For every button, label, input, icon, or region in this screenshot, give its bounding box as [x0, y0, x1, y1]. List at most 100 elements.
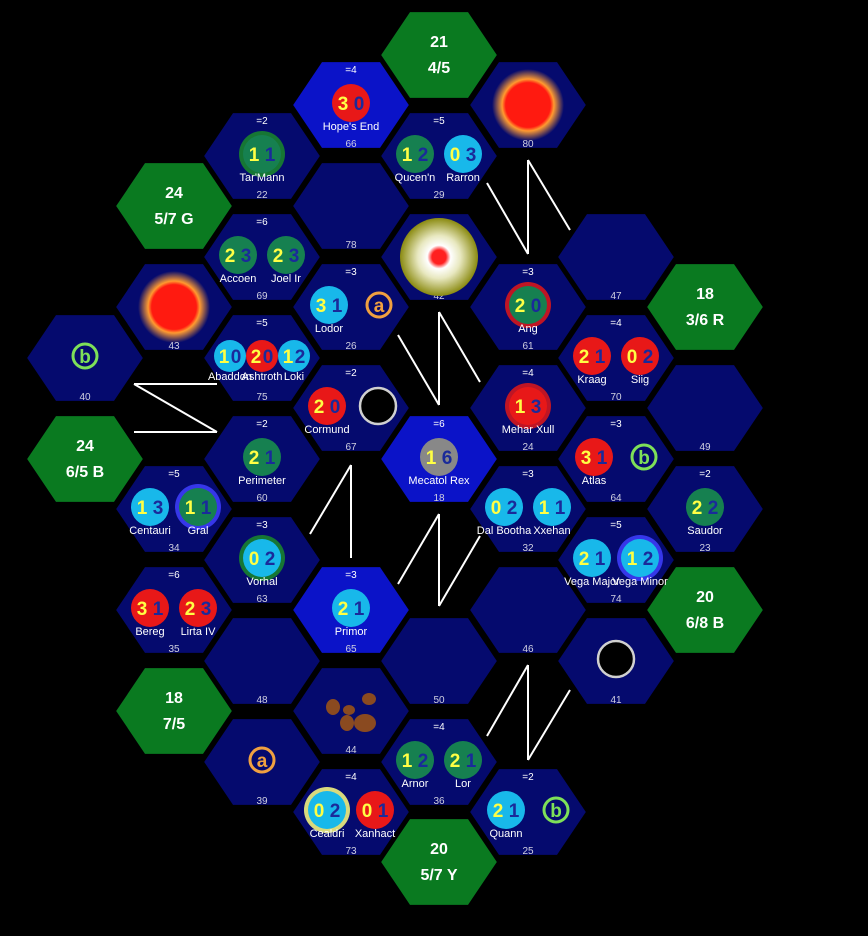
- system-hex: [555, 414, 677, 504]
- home-system-h20b[interactable]: 206/8 B: [644, 565, 766, 655]
- planet-influence: 6: [442, 448, 453, 469]
- planet-disc: [485, 488, 523, 526]
- system-total: =3: [610, 419, 622, 430]
- planet-resource: 2: [251, 347, 262, 368]
- hyperlane-line: [527, 159, 571, 231]
- wormhole-b-icon: b: [542, 796, 570, 824]
- system-32[interactable]: [467, 464, 589, 554]
- system-39[interactable]: [201, 717, 323, 807]
- system-40[interactable]: [24, 313, 146, 403]
- svg-text:a: a: [374, 296, 385, 317]
- system-26[interactable]: [290, 262, 412, 352]
- planet-disc: [573, 539, 611, 577]
- planet-resource: 2: [515, 296, 526, 317]
- system-total: =2: [256, 116, 268, 127]
- planet-name: Gral: [188, 525, 209, 537]
- hyperlane-line: [486, 182, 529, 255]
- home-system-h24b[interactable]: 246/5 B: [24, 414, 146, 504]
- planet-name: Qucen'n: [395, 172, 436, 184]
- system-number: 40: [79, 392, 91, 403]
- planet-name: Mecatol Rex: [408, 475, 470, 487]
- planet-resource: 2: [249, 448, 260, 469]
- system-50[interactable]: [378, 616, 500, 706]
- planet-name: Lodor: [315, 323, 343, 335]
- system-47[interactable]: [555, 212, 677, 302]
- planet-disc: [396, 135, 434, 173]
- home-bottom-label: 5/7 Y: [420, 867, 457, 884]
- hyperlane-line: [397, 334, 440, 406]
- system-number: 66: [345, 139, 357, 150]
- planet-disc: [131, 488, 169, 526]
- system-number: 18: [433, 493, 445, 504]
- planet-name: Xxehan: [533, 525, 570, 537]
- system-hex: [378, 616, 500, 706]
- home-system-h21[interactable]: 214/5: [378, 10, 500, 100]
- system-48[interactable]: [201, 616, 323, 706]
- home-system-h18r[interactable]: 183/6 R: [644, 262, 766, 352]
- planet-influence: 1: [595, 347, 606, 368]
- system-70[interactable]: [555, 313, 677, 403]
- planet-influence: 2: [418, 751, 429, 772]
- home-system-h18[interactable]: 187/5: [113, 666, 235, 756]
- planet-resource: 0: [362, 801, 373, 822]
- home-system-h20y[interactable]: 205/7 Y: [378, 817, 500, 907]
- system-46[interactable]: [467, 565, 589, 655]
- system-36[interactable]: [378, 717, 500, 807]
- system-67[interactable]: [290, 363, 412, 453]
- home-system-h24g[interactable]: 245/7 G: [113, 161, 235, 251]
- system-29[interactable]: [378, 111, 500, 201]
- system-49[interactable]: [644, 363, 766, 453]
- system-78[interactable]: [290, 161, 412, 251]
- planet-disc: [621, 539, 659, 577]
- home-top-label: 20: [696, 589, 714, 606]
- system-content-80: 80: [492, 69, 564, 150]
- system-25[interactable]: [467, 767, 589, 857]
- system-64[interactable]: [555, 414, 677, 504]
- planet-influence: 2: [295, 347, 306, 368]
- wormhole-a-icon: a: [365, 291, 393, 319]
- planet-disc: [533, 488, 571, 526]
- home-top-label: 18: [165, 690, 183, 707]
- system-35[interactable]: [113, 565, 235, 655]
- system-number: 23: [699, 543, 711, 554]
- planet-resource: 1: [426, 448, 437, 469]
- system-69[interactable]: [201, 212, 323, 302]
